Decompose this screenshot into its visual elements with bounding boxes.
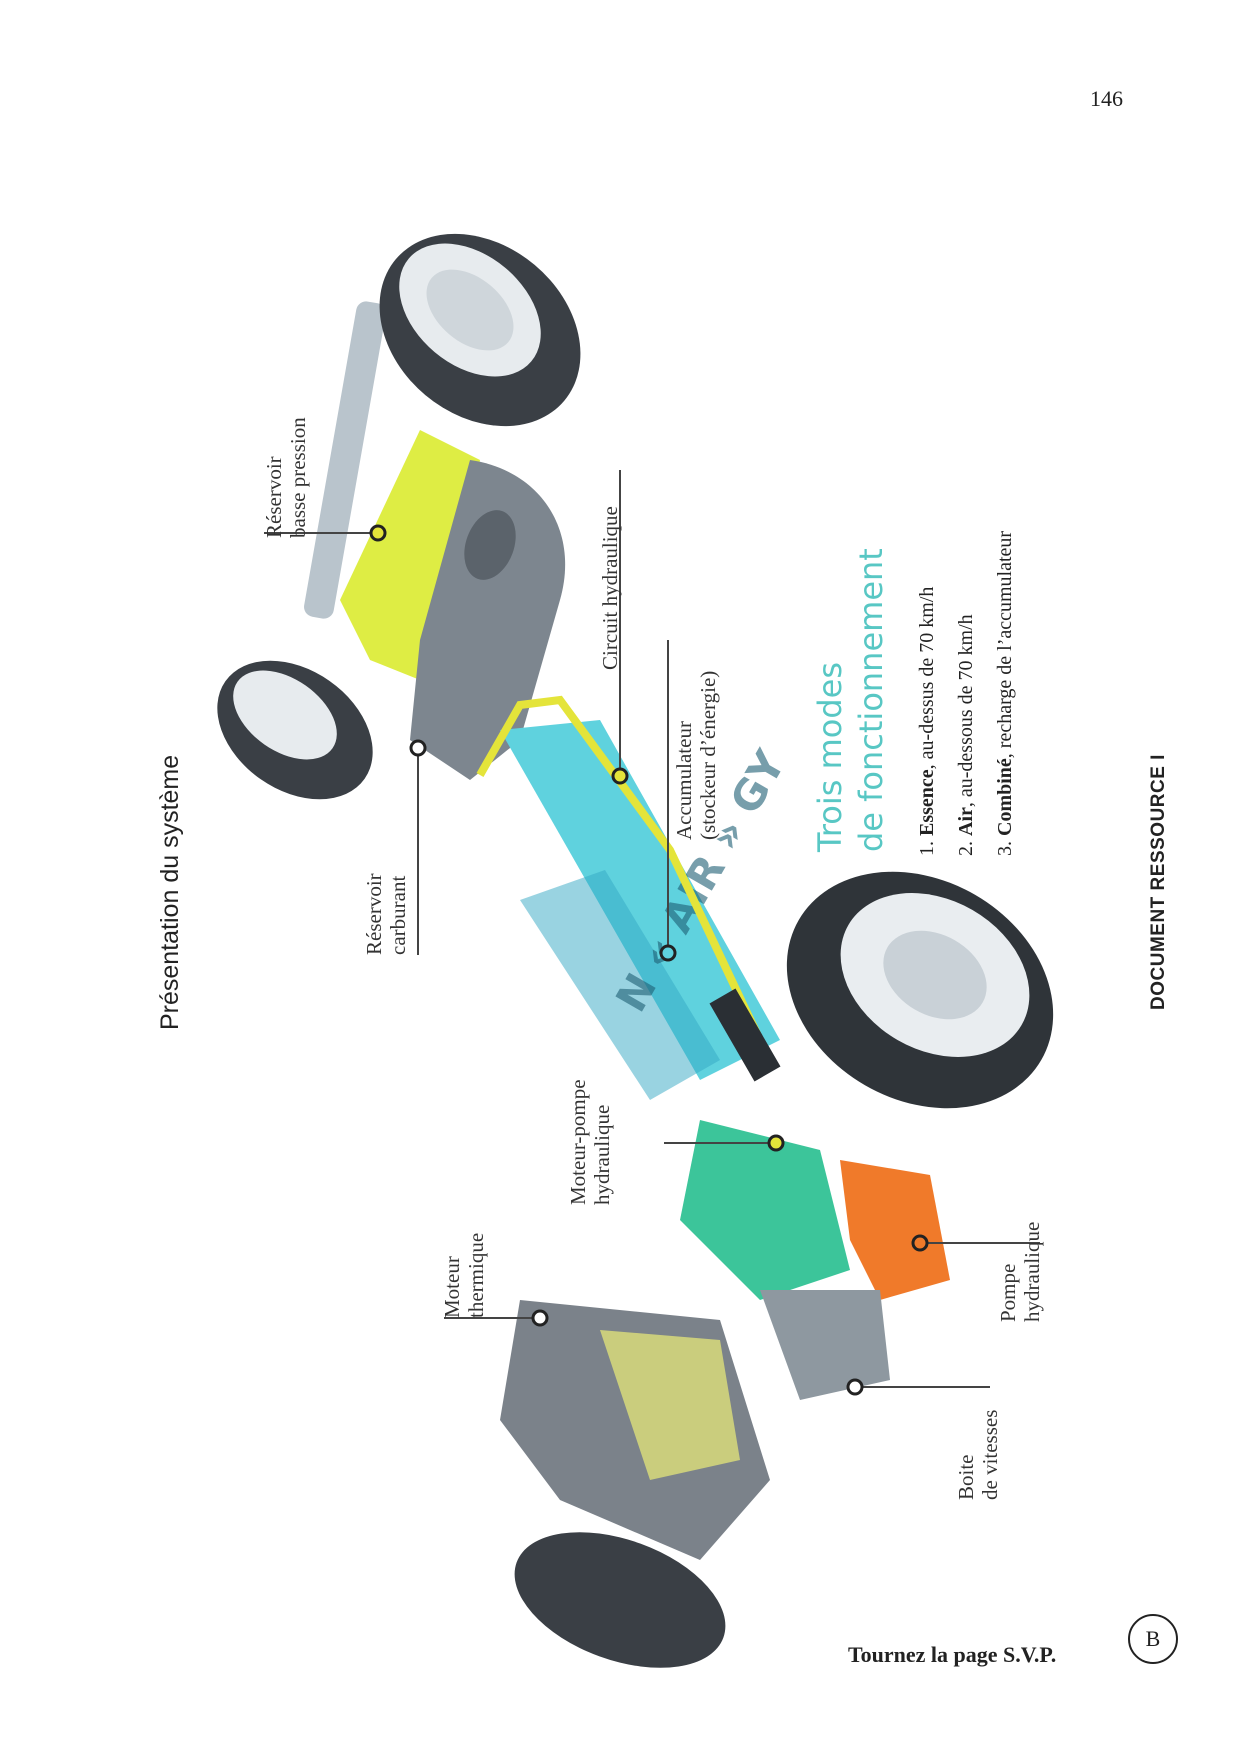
hydraulic-circuit	[476, 695, 764, 1042]
modes-title: Trois modes de fonctionnement	[811, 548, 890, 852]
gearbox	[760, 1290, 890, 1400]
motor-pump	[680, 1120, 850, 1300]
rear-axle	[304, 301, 386, 619]
rear-wheel-top	[379, 233, 581, 427]
label-pompe-hydraulique: Pompe hydraulique	[996, 1221, 1044, 1322]
rear-wheel-bottom	[217, 660, 373, 800]
label-accumulateur: Accumulateur (stockeur d’énergie)	[672, 670, 720, 840]
callout-dots	[369, 524, 929, 1396]
label-reservoir-carburant: Réservoir carburant	[362, 873, 410, 955]
label-reservoir-basse-pression: Réservoir basse pression	[262, 417, 310, 538]
front-left-wheel	[514, 1532, 726, 1668]
label-circuit-hydraulique: Circuit hydraulique	[598, 506, 622, 670]
document-ressource-title: DOCUMENT RESSOURCE I	[1148, 754, 1169, 1010]
front-wheel	[786, 871, 1054, 1109]
label-boite-de-vitesses: Boite de vitesses	[954, 1409, 1002, 1500]
leader-lines	[264, 470, 1040, 1388]
figure-title: Présentation du système	[156, 754, 184, 1030]
fuel-tank	[410, 460, 566, 780]
mode-item-3: 3. Combiné, recharge de l’accumulateur	[994, 530, 1016, 856]
page-number: 146	[1090, 86, 1123, 111]
footer-turn-page: Tournez la page S.V.P.	[848, 1642, 1057, 1667]
label-moteur-pompe: Moteur-pompe hydraulique	[566, 1079, 614, 1205]
front-spring	[709, 988, 781, 1082]
label-moteur-thermique: Moteur thermique	[440, 1232, 488, 1318]
mode-item-1: 1. Essence, au-dessus de 70 km/h	[916, 586, 938, 856]
accumulator-tank	[500, 720, 780, 1080]
mode-item-2: 2. Air, au-dessous de 70 km/h	[955, 614, 977, 856]
page-badge: B	[1128, 1614, 1178, 1664]
hydraulic-pump	[840, 1160, 950, 1300]
